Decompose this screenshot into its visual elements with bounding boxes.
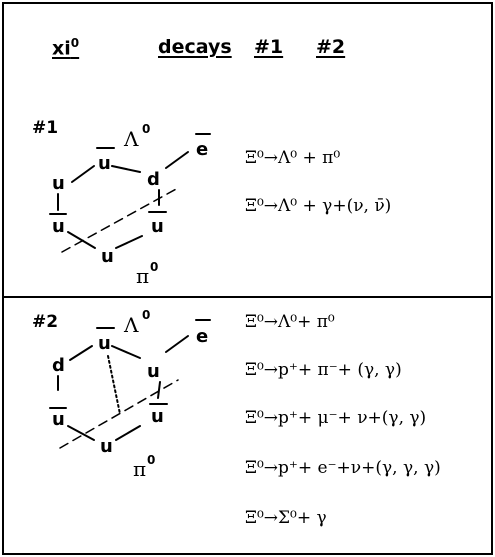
header-particle: xi0 xyxy=(52,36,80,60)
quark-1-6: u xyxy=(101,246,114,267)
quark-1-2: u xyxy=(52,173,65,194)
pion-label-2: π xyxy=(133,457,146,481)
quark-1-4: u xyxy=(52,216,65,237)
svg-text:0: 0 xyxy=(150,260,158,274)
equation-1-1: Ξ⁰→Λ⁰ + π⁰ xyxy=(245,148,341,168)
svg-text:0: 0 xyxy=(147,453,155,467)
quark-1-5: u xyxy=(151,216,164,237)
section-divider xyxy=(2,296,493,298)
header-decays: decays xyxy=(158,36,232,58)
equation-2-5: Ξ⁰→Σ⁰+ γ xyxy=(245,508,327,528)
electron-2: e xyxy=(196,326,208,347)
quark-2-6: u xyxy=(100,436,113,457)
diagram1-tag: #1 xyxy=(32,118,59,138)
equation-2-4: Ξ⁰→p⁺+ e⁻+ν+(γ, γ, γ) xyxy=(245,458,441,478)
lambda-label-1: Λ xyxy=(123,127,139,151)
diagram2-tag: #2 xyxy=(32,312,59,332)
quark-2-4: u xyxy=(52,409,65,430)
quark-1-1: u xyxy=(98,153,111,174)
pion-label-1: π xyxy=(136,264,149,288)
header-col2: #2 xyxy=(316,36,346,58)
electron-1: e xyxy=(196,139,208,160)
equation-2-1: Ξ⁰→Λ⁰+ π⁰ xyxy=(245,312,335,332)
equation-2-3: Ξ⁰→p⁺+ μ⁻+ ν+(γ, γ) xyxy=(245,408,427,428)
equation-2-2: Ξ⁰→p⁺+ π⁻+ (γ, γ) xyxy=(245,360,402,380)
lambda-label-2: Λ xyxy=(123,313,139,337)
quark-2-3: u xyxy=(147,361,160,382)
quark-2-2: d xyxy=(52,355,65,376)
quark-1-3: d xyxy=(147,169,160,190)
svg-text:0: 0 xyxy=(142,308,150,322)
equation-1-2: Ξ⁰→Λ⁰ + γ+(ν, ν̄) xyxy=(245,196,392,216)
quark-2-1: u xyxy=(98,333,111,354)
header-col1: #1 xyxy=(254,36,284,58)
quark-2-5: u xyxy=(151,406,164,427)
svg-text:0: 0 xyxy=(142,122,150,136)
